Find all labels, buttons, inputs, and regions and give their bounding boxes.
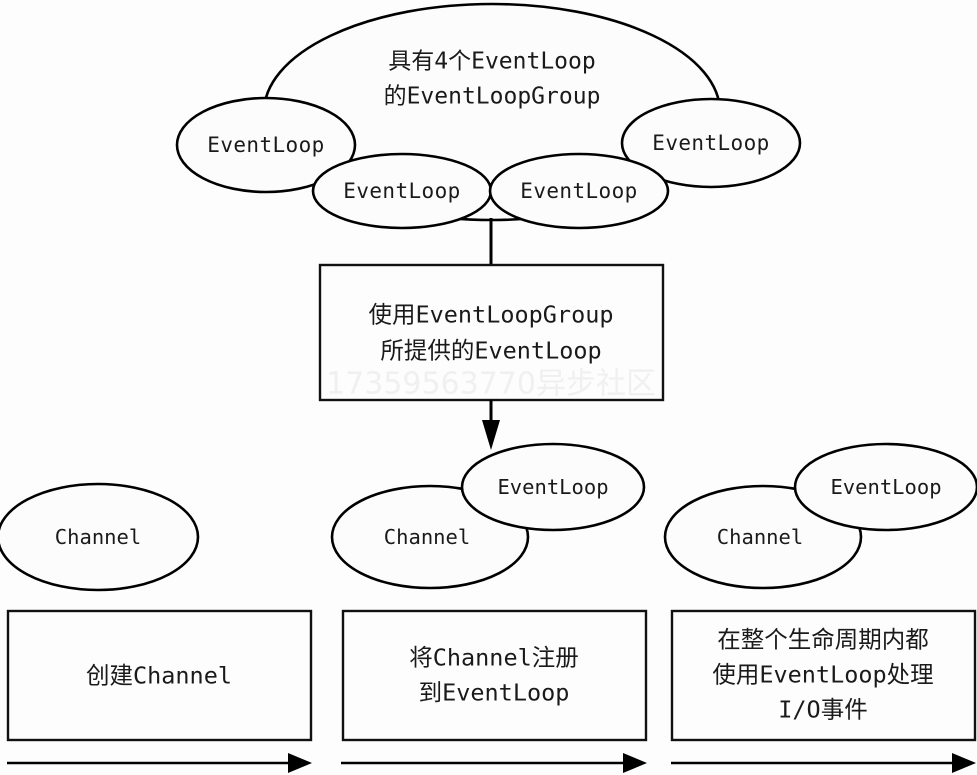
group-cloud-label-line2: 的EventLoopGroup bbox=[384, 84, 601, 110]
middle-box-line1: 使用EventLoopGroup bbox=[368, 301, 613, 329]
bottom-box-line2: 到EventLoop bbox=[419, 679, 570, 707]
flow-arrow-1 bbox=[7, 753, 312, 773]
bottom-box-line2: 使用EventLoop处理 bbox=[712, 661, 933, 689]
event-loop-label: EventLoop bbox=[830, 475, 941, 499]
event-loop-label: EventLoop bbox=[207, 133, 324, 157]
stage-1-group: Channel bbox=[0, 482, 200, 592]
event-loop-label: EventLoop bbox=[343, 179, 460, 203]
stage-3-description-box: 在整个生命周期内都 使用EventLoop处理 I/O事件 bbox=[670, 609, 977, 742]
event-loop-label: EventLoop bbox=[497, 475, 608, 499]
bottom-box-line1: 创建Channel bbox=[86, 662, 232, 690]
event-loop-label: EventLoop bbox=[652, 131, 769, 155]
group-event-loop-4[interactable]: EventLoop bbox=[620, 97, 802, 189]
flow-arrow-3 bbox=[671, 753, 976, 773]
use-eventloop-box: 使用EventLoopGroup 所提供的EventLoop 173595637… bbox=[318, 263, 665, 402]
event-loop-ellipse[interactable] bbox=[620, 97, 802, 189]
group-event-loop-1[interactable]: EventLoop bbox=[175, 96, 357, 194]
event-loop-ellipse[interactable] bbox=[488, 152, 670, 230]
bottom-box-rect bbox=[670, 609, 977, 742]
arrow-head-right-icon bbox=[952, 753, 976, 773]
event-loop-ellipse[interactable] bbox=[793, 442, 977, 532]
flow-arrow-2 bbox=[341, 753, 647, 773]
watermark-label: 17359563770异步社区 bbox=[326, 367, 656, 402]
event-loop-group-cloud: 具有4个EventLoop 的EventLoopGroup EventLoop … bbox=[175, 2, 802, 230]
bottom-box-line1: 在整个生命周期内都 bbox=[717, 626, 929, 654]
bottom-box-rect bbox=[6, 609, 313, 742]
channel-ellipse[interactable] bbox=[0, 482, 200, 592]
channel-label: Channel bbox=[717, 525, 803, 549]
stage-2-group: Channel EventLoop bbox=[330, 442, 646, 590]
stage-2-description-box: 将Channel注册 到EventLoop bbox=[341, 609, 648, 742]
stage-3-group: Channel EventLoop bbox=[663, 442, 977, 590]
channel-label: Channel bbox=[55, 525, 141, 549]
event-loop-ellipse[interactable] bbox=[460, 442, 646, 532]
bottom-box-rect bbox=[341, 609, 648, 742]
bottom-box-line1: 将Channel注册 bbox=[409, 644, 579, 672]
stage-1-description-box: 创建Channel bbox=[6, 609, 313, 742]
arrow-head-down-icon bbox=[482, 420, 500, 450]
event-loop-ellipse[interactable] bbox=[175, 96, 357, 194]
arrow-head-right-icon bbox=[288, 753, 312, 773]
channel-label: Channel bbox=[384, 525, 470, 549]
middle-box-line2: 所提供的EventLoop bbox=[380, 337, 601, 365]
group-cloud-label-line1: 具有4个EventLoop bbox=[388, 49, 595, 75]
event-loop-label: EventLoop bbox=[520, 179, 637, 203]
group-event-loop-2[interactable]: EventLoop bbox=[311, 152, 493, 230]
bottom-box-line3: I/O事件 bbox=[778, 696, 867, 724]
arrow-box-to-eventloop bbox=[482, 400, 500, 450]
group-event-loop-3[interactable]: EventLoop bbox=[488, 152, 670, 230]
arrow-head-right-icon bbox=[623, 753, 647, 773]
